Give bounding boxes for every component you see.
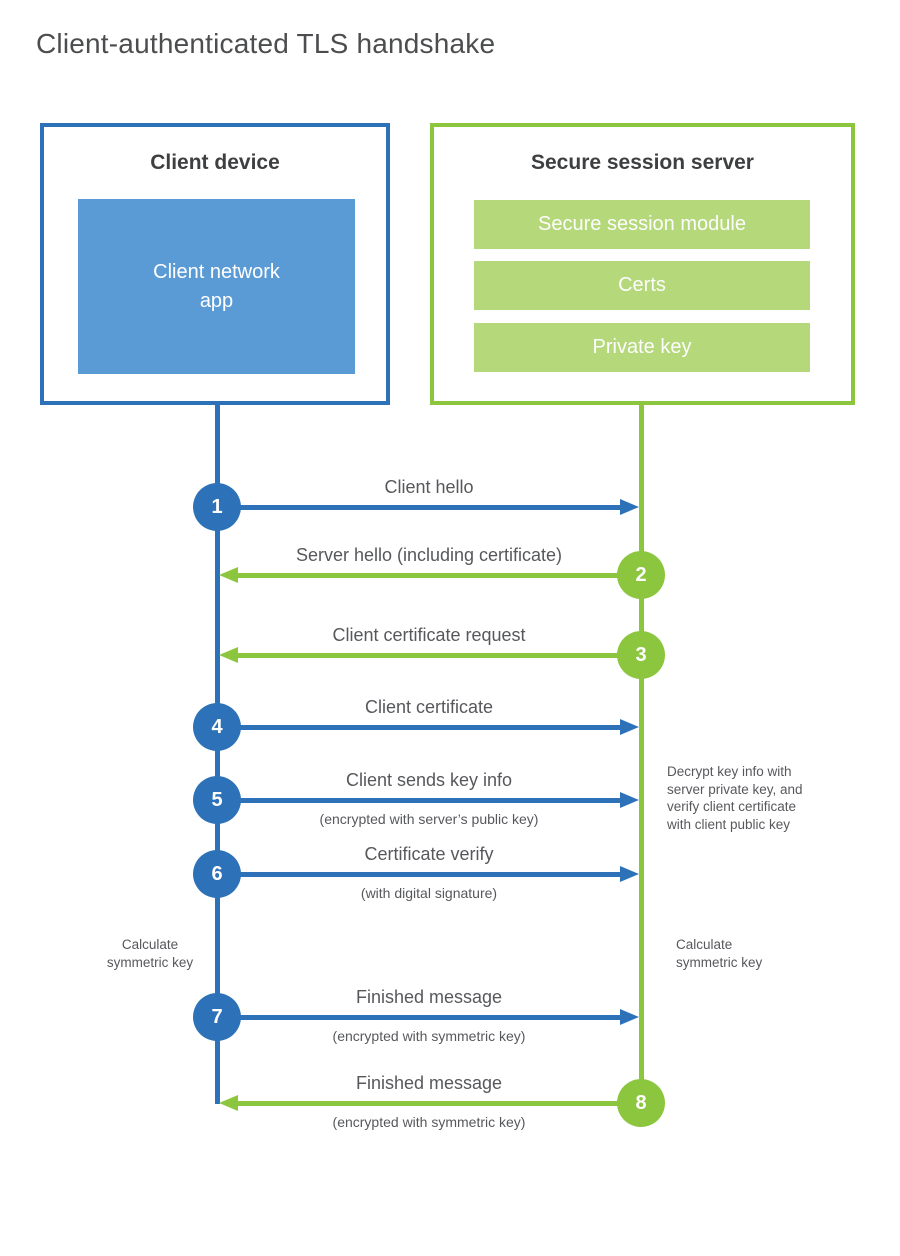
message-label: Server hello (including certificate) bbox=[295, 545, 563, 565]
arrow-shaft bbox=[237, 572, 625, 578]
arrow-shaft bbox=[233, 1014, 621, 1020]
arrow-shaft bbox=[237, 652, 625, 658]
arrowhead-right-icon bbox=[620, 792, 639, 808]
calculate-symmetric-key-note-client: Calculate symmetric key bbox=[106, 937, 194, 970]
message-label: Client certificate request bbox=[332, 625, 526, 645]
client-lifeline bbox=[215, 405, 220, 1104]
calculate-symmetric-key-note-server: Calculate symmetric key bbox=[676, 937, 763, 970]
message-sublabel: (encrypted with symmetric key) bbox=[332, 1028, 526, 1044]
arrowhead-right-icon bbox=[620, 1009, 639, 1025]
client-device-title: Client device bbox=[150, 151, 280, 174]
arrowhead-left-icon bbox=[219, 567, 238, 583]
arrowhead-left-icon bbox=[219, 1095, 238, 1111]
arrowhead-right-icon bbox=[620, 719, 639, 735]
message-label: Client certificate bbox=[364, 697, 494, 717]
step-badge: 2 bbox=[617, 551, 665, 599]
page-title: Client-authenticated TLS handshake bbox=[36, 28, 496, 59]
server-module-bar: Secure session module bbox=[474, 200, 810, 249]
message-label: Finished message bbox=[355, 1073, 503, 1093]
arrowhead-left-icon bbox=[219, 647, 238, 663]
arrow-shaft bbox=[233, 504, 621, 510]
message-sublabel: (with digital signature) bbox=[360, 885, 498, 901]
message-label: Certificate verify bbox=[364, 844, 494, 864]
arrow-shaft bbox=[233, 724, 621, 730]
arrowhead-right-icon bbox=[620, 499, 639, 515]
message-label: Client sends key info bbox=[345, 770, 513, 790]
server-lifeline bbox=[639, 405, 644, 1105]
arrow-shaft bbox=[237, 1100, 625, 1106]
server-certs-bar: Certs bbox=[474, 261, 810, 310]
arrowhead-right-icon bbox=[620, 866, 639, 882]
step-badge: 1 bbox=[193, 483, 241, 531]
server-private-key-bar: Private key bbox=[474, 323, 810, 372]
arrow-shaft bbox=[233, 871, 621, 877]
decrypt-note: Decrypt key info with server private key… bbox=[667, 764, 803, 832]
client-network-app-block: Client network app bbox=[78, 199, 355, 374]
message-sublabel: (encrypted with server’s public key) bbox=[319, 811, 539, 827]
message-sublabel: (encrypted with symmetric key) bbox=[332, 1114, 526, 1130]
message-label: Finished message bbox=[355, 987, 503, 1007]
secure-session-server-title: Secure session server bbox=[531, 151, 754, 174]
step-badge: 3 bbox=[617, 631, 665, 679]
step-badge: 7 bbox=[193, 993, 241, 1041]
step-badge: 5 bbox=[193, 776, 241, 824]
step-badge: 8 bbox=[617, 1079, 665, 1127]
step-badge: 4 bbox=[193, 703, 241, 751]
step-badge: 6 bbox=[193, 850, 241, 898]
arrow-shaft bbox=[233, 797, 621, 803]
message-label: Client hello bbox=[384, 477, 474, 497]
